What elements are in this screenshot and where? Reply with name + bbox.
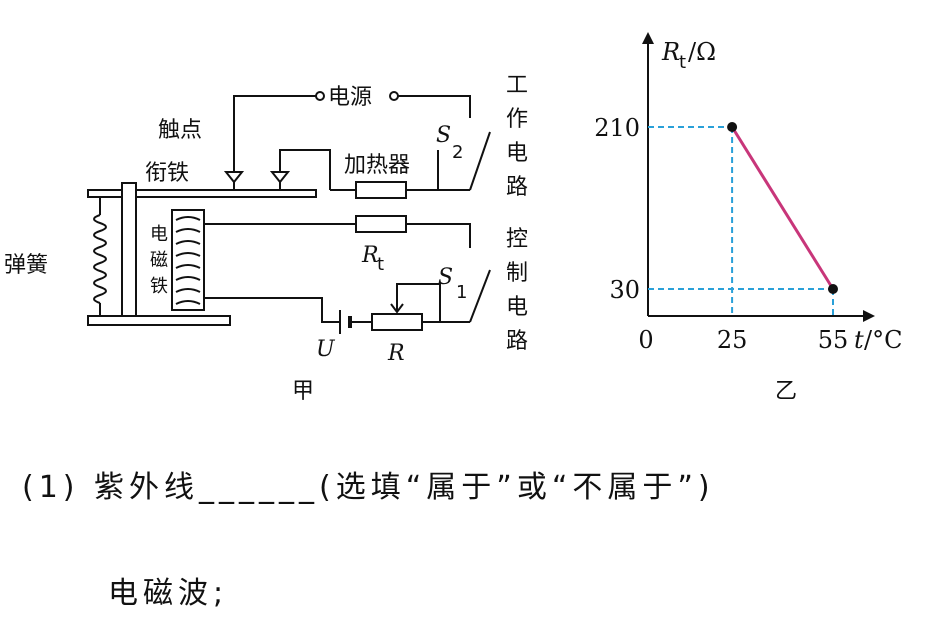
spring-coil xyxy=(93,214,107,304)
control-circuit-label-3: 电 xyxy=(506,295,528,320)
top-plate xyxy=(87,189,317,198)
switch-s1 xyxy=(469,269,491,323)
circuit-diagram xyxy=(87,91,491,334)
data-point-1 xyxy=(828,284,838,294)
data-point-0 xyxy=(727,122,738,132)
control-circuit-label-2: 制 xyxy=(506,261,528,286)
y-axis-arrow xyxy=(642,32,654,44)
rt-sub: t xyxy=(377,254,384,275)
electromagnet-core xyxy=(171,209,205,311)
y-axis-label-sub: t xyxy=(679,52,686,73)
diagram-scene: 电源 触点 衔铁 加热器 弹簧 电 磁 铁 工 作 电 路 控 制 电 路 S … xyxy=(4,32,902,404)
switch-s2 xyxy=(469,131,491,191)
figure-jia-label: 甲 xyxy=(292,379,314,404)
electromagnet-coil xyxy=(175,216,201,305)
power-label: 电源 xyxy=(328,85,372,110)
electromagnet-label-1: 电 xyxy=(150,224,168,245)
work-circuit-label-1: 工 xyxy=(506,73,528,98)
r-label: R xyxy=(387,341,405,366)
x-axis-arrow xyxy=(863,310,875,322)
contact-left xyxy=(223,171,245,190)
armature-label: 衔铁 xyxy=(145,161,189,186)
figure-yi-label: 乙 xyxy=(775,379,797,404)
x-tick-label-1: 55 xyxy=(818,326,849,354)
contact-label: 触点 xyxy=(158,118,202,143)
electromagnet-label-3: 铁 xyxy=(150,276,168,297)
y-axis-label: R xyxy=(661,38,680,66)
switch2-label: S xyxy=(436,123,451,148)
u-label: U xyxy=(316,337,336,362)
y-axis-label-unit: /Ω xyxy=(688,38,716,66)
switch1-label: S xyxy=(438,265,453,290)
spring-label: 弹簧 xyxy=(4,253,48,278)
work-circuit-label-2: 作 xyxy=(506,107,528,132)
x-axis-label: t xyxy=(854,326,864,354)
rt-resistor xyxy=(355,215,407,233)
series-line xyxy=(730,126,835,290)
question-line-1: (1) 紫外线______(选填“属于”或“不属于”) xyxy=(22,470,715,505)
switch1-sub: 1 xyxy=(456,282,467,303)
work-circuit-label-4: 路 xyxy=(506,175,528,200)
origin-label: 0 xyxy=(638,326,653,354)
question-line-2: 电磁波; xyxy=(108,576,229,611)
y-tick-label-0: 210 xyxy=(594,114,640,142)
rt-label: R xyxy=(361,243,379,268)
electromagnet-label-2: 磁 xyxy=(150,250,168,271)
bottom-plate xyxy=(87,315,231,326)
heater-resistor xyxy=(355,181,407,199)
x-axis-label-unit: /°C xyxy=(864,326,902,354)
armature-post xyxy=(121,182,137,317)
y-tick-label-1: 30 xyxy=(609,276,640,304)
work-circuit-label-3: 电 xyxy=(506,141,528,166)
switch2-sub: 2 xyxy=(452,142,463,163)
rheostat-slider xyxy=(390,296,404,314)
control-circuit-label-1: 控 xyxy=(506,227,528,252)
x-tick-label-0: 25 xyxy=(717,326,748,354)
control-circuit-label-4: 路 xyxy=(506,329,528,354)
heater-label: 加热器 xyxy=(344,153,410,178)
rheostat xyxy=(371,313,423,331)
contact-right xyxy=(269,171,291,190)
